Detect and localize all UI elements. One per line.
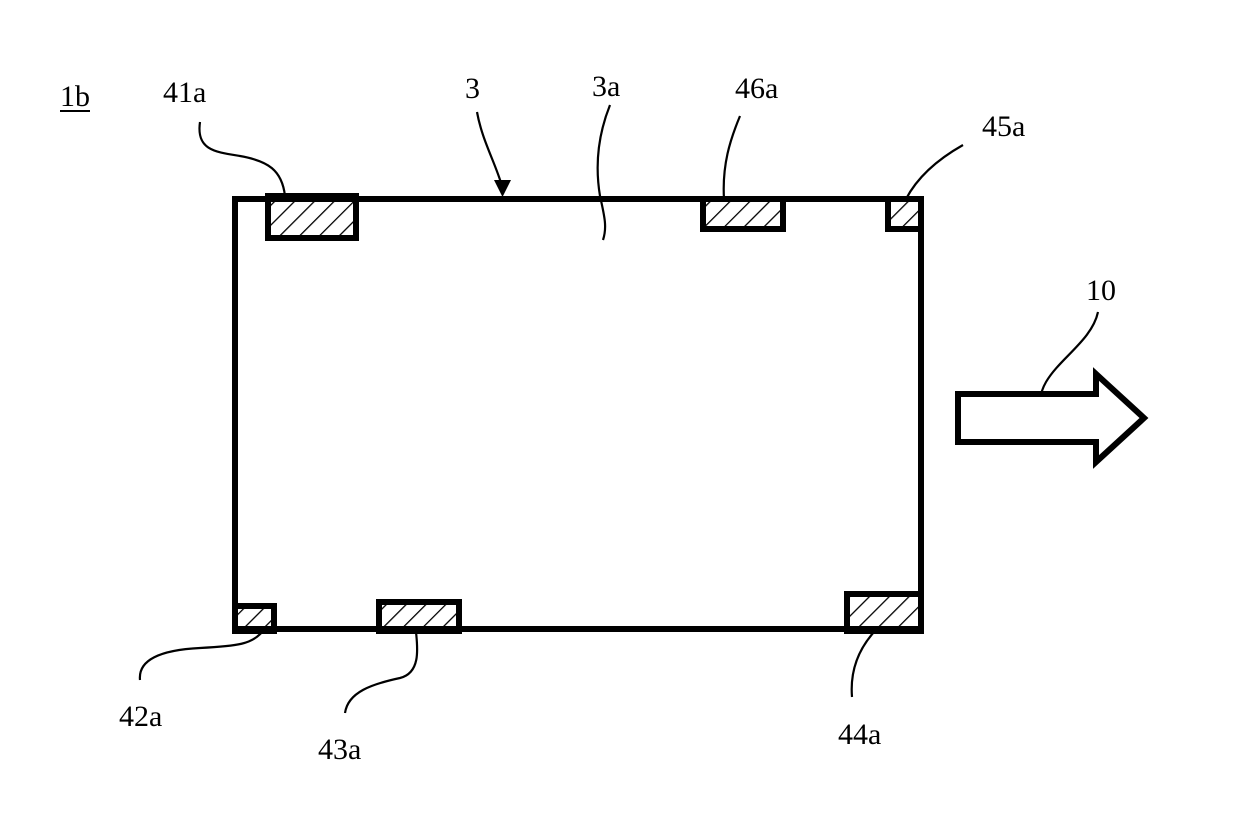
pad-42a-body xyxy=(232,603,277,634)
direction-arrow-10-body xyxy=(955,367,1149,469)
pad-41a-body xyxy=(265,193,359,241)
plate-top-edge xyxy=(232,196,924,202)
leader-46a xyxy=(722,115,742,200)
label-46a: 46a xyxy=(735,72,779,105)
leader-3a xyxy=(596,104,612,241)
leader-44a xyxy=(850,631,875,698)
label-45a: 45a xyxy=(982,110,1026,143)
direction-arrow-10 xyxy=(955,367,1149,469)
label-41a: 41a xyxy=(163,76,207,109)
leader-42a xyxy=(138,631,263,681)
leader-41a xyxy=(198,121,287,197)
leader-3-arrowhead xyxy=(494,180,511,197)
pad-44a-body xyxy=(844,591,924,634)
pad-41a xyxy=(265,193,359,241)
label-43a: 43a xyxy=(318,733,362,766)
leader-45a xyxy=(905,144,964,200)
pad-45a xyxy=(885,196,924,232)
pad-46a-body xyxy=(700,196,786,232)
pad-44a xyxy=(844,591,924,634)
plate-left-edge xyxy=(232,196,238,632)
label-10: 10 xyxy=(1086,274,1116,307)
label-44a: 44a xyxy=(838,718,882,751)
leader-lines xyxy=(138,104,1100,714)
leader-43a xyxy=(343,631,419,714)
pad-43a xyxy=(376,599,462,634)
pad-46a xyxy=(700,196,786,232)
pad-43a-body xyxy=(376,599,462,634)
pad-45a-body xyxy=(885,196,924,232)
label-1b: 1b xyxy=(60,80,90,113)
label-42a: 42a xyxy=(119,700,163,733)
plate-right-edge xyxy=(918,196,924,632)
label-3a: 3a xyxy=(592,70,621,103)
plate-3-frame xyxy=(232,196,924,632)
pad-42a xyxy=(232,603,277,634)
leader-3 xyxy=(475,111,504,187)
label-3: 3 xyxy=(465,72,480,105)
plate-bottom-edge xyxy=(232,626,924,632)
